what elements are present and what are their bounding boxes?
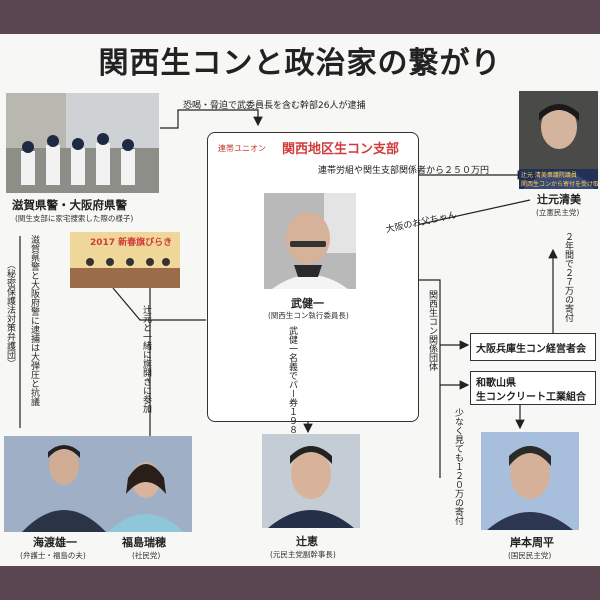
- tsuji-role: (元民主党副幹事長): [270, 550, 336, 559]
- line-related: [417, 279, 441, 478]
- label-related: 関西生コン関係団体: [427, 290, 437, 371]
- kaito-role: (弁護士・福島の夫): [20, 551, 86, 560]
- label-donation-250: 連帯労組や関生支部関係者から２５０万円: [318, 166, 490, 176]
- label-banner-visit: 辻元と一緒に旗開きに参加: [141, 305, 151, 413]
- label-protest-sub: （秘密保護法対策弁護団）: [5, 260, 15, 368]
- tsujimoto-name: 辻元清美: [537, 193, 581, 206]
- org-wakayama-line1: 和歌山県: [476, 378, 516, 389]
- arrow-arrest: [160, 109, 263, 129]
- kishimoto-name: 岸本周平: [510, 536, 554, 549]
- diagram-title: 関西生コンと政治家の繋がり: [98, 46, 502, 81]
- fukushima-role: (社民党): [132, 551, 161, 560]
- tsujimoto-caption-2: 関西生コンから寄付を受け取った…: [521, 181, 598, 188]
- take-role: (関西生コン執行委員長): [268, 311, 349, 320]
- org-osaka-box: [470, 333, 596, 361]
- line-banner: [112, 287, 206, 321]
- tsuji-photo: [262, 434, 360, 528]
- label-donation-120: 少なく見ても１２０万の寄付: [453, 408, 463, 525]
- banner-photo: 2017 新春旗びらき: [70, 232, 180, 288]
- hub-name: 関西地区生コン支部: [282, 142, 400, 157]
- kishimoto-role: (国民民主党): [508, 551, 552, 560]
- tsuji-name: 辻恵: [296, 535, 318, 548]
- take-photo: [264, 193, 356, 289]
- police-name: 滋賀県警・大阪府県警: [12, 198, 127, 212]
- hub-prefix: 連帯ユニオン: [218, 144, 266, 153]
- label-donation-27: ２年間で２７万の寄付: [563, 232, 573, 322]
- org-wakayama-box: [470, 371, 596, 405]
- tsujimoto-caption-1: 辻元 清美衆議院議員: [521, 172, 577, 179]
- kaito-fukushima-photo: [4, 436, 192, 532]
- police-raid-photo: [6, 93, 159, 193]
- org-osaka: 大阪兵庫生コン経営者会: [476, 344, 586, 355]
- label-protest: 滋賀県警と大阪府警に逮捕は大弾圧と抗議: [29, 235, 39, 406]
- tsujimoto-photo: 辻元 清美衆議院議員 関西生コンから寄付を受け取った…: [519, 91, 598, 189]
- banner-text: 2017 新春旗びらき: [90, 238, 173, 248]
- police-caption: (関生支部に家宅捜索した際の様子): [15, 214, 134, 223]
- fukushima-name: 福島瑞穂: [122, 536, 166, 549]
- kaito-name: 海渡雄一: [33, 536, 77, 549]
- tsujimoto-role: (立憲民主党): [536, 208, 580, 217]
- kishimoto-photo: [481, 432, 579, 530]
- label-party-ticket: 武健一名義でパー券１９８万円購入: [287, 326, 297, 470]
- org-wakayama-line2: 生コンクリート工業組合: [476, 392, 586, 403]
- take-name: 武健一: [291, 297, 324, 310]
- label-arrest: 恐喝・脅迫で武委員長を含む幹部26人が逮捕: [183, 101, 366, 111]
